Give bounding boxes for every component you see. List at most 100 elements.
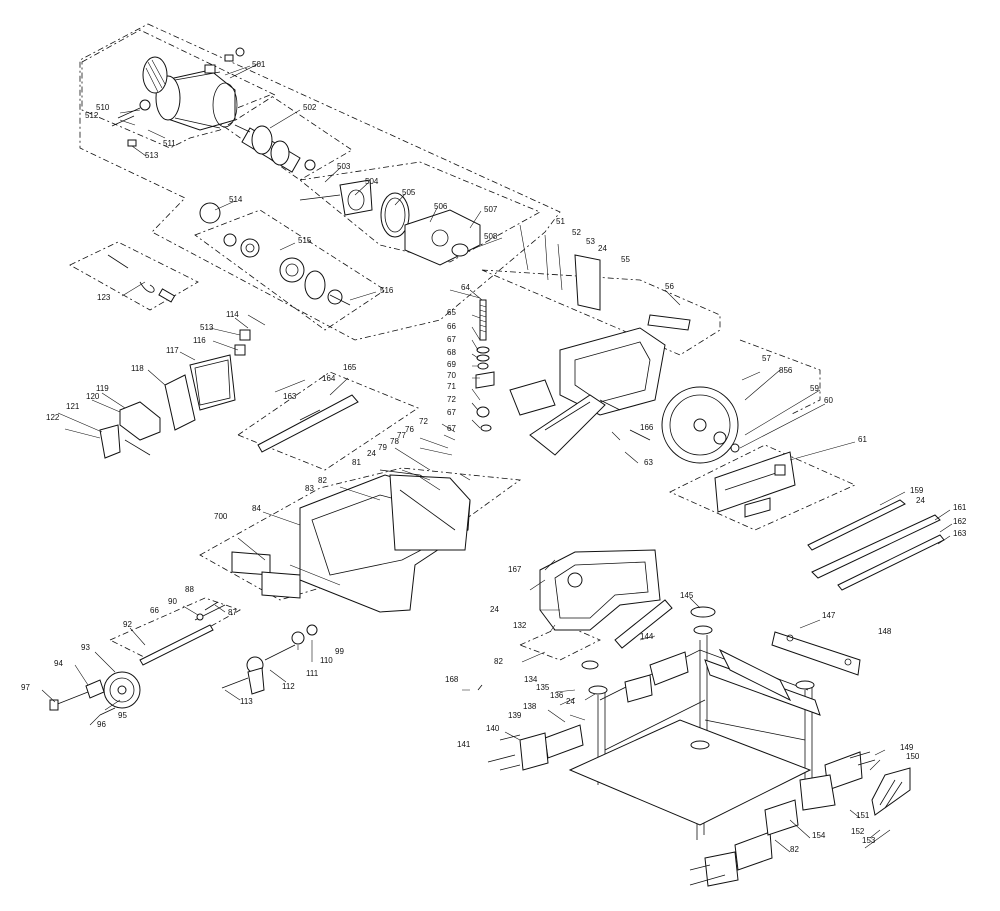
handwheel-group-outline — [109, 597, 241, 661]
callout-120: 120 — [86, 392, 100, 401]
callout-24-b: 24 — [367, 449, 376, 458]
callout-119: 119 — [96, 384, 109, 393]
fence-rail-group-outline — [237, 371, 419, 471]
callout-88: 88 — [185, 585, 194, 594]
table-group-outline — [199, 467, 522, 601]
callout-516: 516 — [380, 286, 394, 295]
callout-69: 69 — [447, 360, 456, 369]
callout-99: 99 — [335, 647, 344, 656]
callout-512: 512 — [85, 111, 99, 120]
callout-163-b: 163 — [953, 529, 967, 538]
callout-504: 504 — [365, 177, 379, 186]
rear-rails — [807, 499, 945, 591]
callout-72-a: 72 — [447, 395, 456, 404]
callout-140: 140 — [486, 724, 500, 733]
callout-506: 506 — [434, 202, 448, 211]
callout-141: 141 — [457, 740, 471, 749]
callout-24-c: 24 — [916, 496, 925, 505]
callout-134: 134 — [524, 675, 538, 684]
blade-guard-outline — [739, 339, 821, 416]
callout-83: 83 — [305, 484, 314, 493]
callout-164: 164 — [322, 374, 336, 383]
callout-163-a: 163 — [283, 392, 297, 401]
callout-147: 147 — [822, 611, 836, 620]
cord-group-outline — [69, 241, 199, 311]
bevel-lock — [221, 624, 318, 695]
callout-116: 116 — [193, 336, 206, 345]
callout-24-a: 24 — [598, 244, 607, 253]
callout-111: 111 — [306, 669, 319, 678]
callout-64: 64 — [461, 283, 470, 292]
leader-lines — [41, 62, 953, 853]
throat-plate — [714, 451, 796, 518]
bearing-set — [199, 202, 351, 306]
callout-55: 55 — [621, 255, 630, 264]
callout-154: 154 — [812, 831, 826, 840]
callout-135: 135 — [536, 683, 550, 692]
callout-79: 79 — [378, 443, 387, 452]
callout-95: 95 — [118, 711, 127, 720]
bearing-subgroup-outline — [194, 209, 386, 331]
callout-67-a: 67 — [447, 335, 456, 344]
rear-leg-guard — [871, 767, 911, 816]
callout-67-c: 67 — [447, 424, 456, 433]
callout-52: 52 — [572, 228, 581, 237]
callout-152: 152 — [851, 827, 865, 836]
callout-84: 84 — [252, 504, 261, 513]
callout-508: 508 — [484, 232, 498, 241]
callout-78: 78 — [390, 437, 399, 446]
callout-144: 144 — [640, 632, 654, 641]
callout-150: 150 — [906, 752, 920, 761]
callout-139: 139 — [508, 711, 522, 720]
callout-167: 167 — [508, 565, 522, 574]
stand-bar — [771, 631, 861, 676]
upper-frame-outline — [481, 269, 721, 356]
callout-67-b: 67 — [447, 408, 456, 417]
callout-24-d: 24 — [490, 605, 499, 614]
callout-70: 70 — [447, 371, 456, 380]
motor-mount-bracket — [559, 254, 691, 416]
callout-81: 81 — [352, 458, 361, 467]
saw-blade — [661, 386, 740, 464]
callout-66-b: 66 — [150, 606, 159, 615]
callout-24-e: 24 — [566, 697, 575, 706]
callout-149: 149 — [900, 743, 914, 752]
callout-82-c: 82 — [790, 845, 799, 854]
callout-110: 110 — [320, 656, 333, 665]
callout-114: 114 — [226, 310, 239, 319]
callout-53: 53 — [586, 237, 595, 246]
callout-112: 112 — [282, 682, 295, 691]
callout-82-a: 82 — [318, 476, 327, 485]
callout-501: 501 — [252, 60, 266, 69]
callout-117: 117 — [166, 346, 179, 355]
saw-table — [299, 469, 471, 613]
callout-113: 113 — [240, 697, 253, 706]
callout-72-b: 72 — [419, 417, 428, 426]
callout-145: 145 — [680, 591, 694, 600]
switch-assembly — [99, 401, 161, 459]
callout-121: 121 — [66, 402, 80, 411]
folding-stand — [568, 606, 821, 840]
callout-68: 68 — [447, 348, 456, 357]
callout-513-b: 513 — [200, 323, 214, 332]
motor-fan-cover — [142, 56, 168, 94]
callout-161: 161 — [953, 503, 967, 512]
callout-63: 63 — [644, 458, 653, 467]
callout-159: 159 — [910, 486, 924, 495]
lower-support-frame — [539, 549, 661, 631]
callout-123: 123 — [97, 293, 111, 302]
callout-505: 505 — [402, 188, 416, 197]
callout-168: 168 — [445, 675, 459, 684]
power-cord — [107, 254, 176, 303]
motor-small-parts — [111, 47, 245, 147]
motor-housing-subgroup-outline — [81, 29, 276, 149]
callout-92: 92 — [123, 620, 132, 629]
callout-511: 511 — [163, 139, 176, 148]
callout-71: 71 — [447, 382, 456, 391]
callout-510: 510 — [96, 103, 110, 112]
callout-148: 148 — [878, 627, 892, 636]
callout-502: 502 — [303, 103, 317, 112]
switch-bracket — [164, 374, 196, 431]
